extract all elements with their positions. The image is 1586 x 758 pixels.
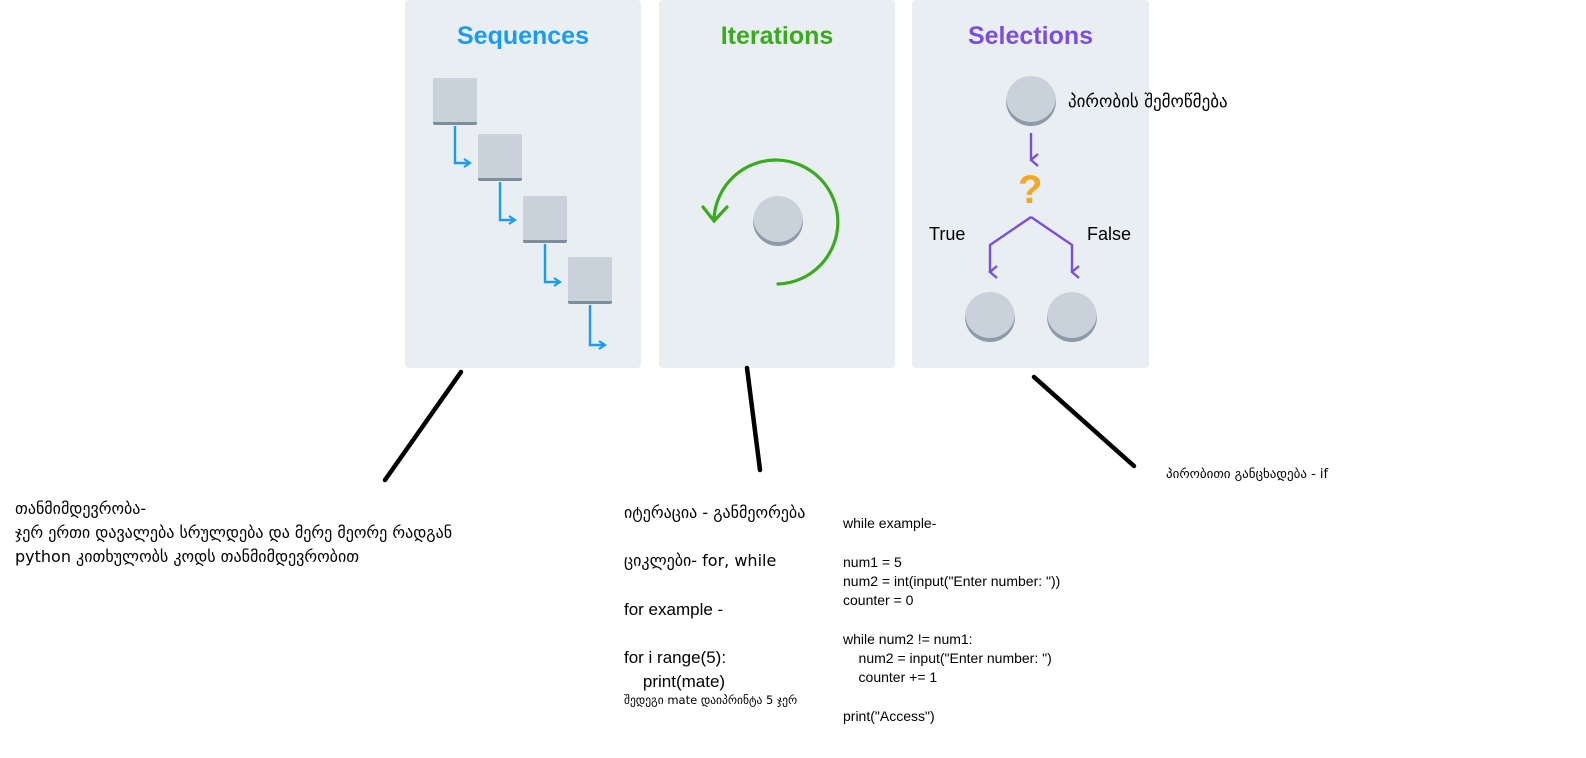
false-branch-node (1047, 292, 1097, 342)
while-code-line-2: num2 = int(input("Enter number: ")) (843, 573, 1061, 589)
selection-note: პირობითი განცხადება - if (1166, 467, 1329, 482)
while-code-line-4: while num2 != num1: (843, 631, 973, 647)
step-box-2 (478, 134, 522, 181)
sequences-title: Sequences (456, 22, 589, 50)
iteration-note-line-1: იტერაცია - განმეორება (624, 503, 806, 522)
while-example-title: while example- (843, 515, 937, 531)
iteration-code-line-1: for i range(5): (624, 648, 727, 667)
iteration-result-note: შედეგი mate დაიპრინტა 5 ჯერ (624, 693, 798, 707)
step-box-1 (433, 78, 477, 125)
iteration-note-line-3: for example - (624, 600, 724, 619)
while-code-line-1: num1 = 5 (843, 554, 902, 570)
sequence-note-line-1: თანმიმდევრობა- (15, 499, 147, 518)
iterations-title: Iterations (720, 22, 834, 50)
iteration-note-line-2: ციკლები- for, while (624, 551, 777, 570)
false-label: False (1087, 224, 1132, 244)
loop-arrow-icon (701, 158, 840, 286)
iteration-code-line-2: print(mate) (624, 672, 726, 691)
loop-node (753, 196, 803, 246)
selections-panel: Selections ? (912, 0, 1149, 368)
true-label: True (929, 224, 966, 244)
while-code-line-7: print("Access") (843, 708, 935, 724)
sequences-panel: Sequences (405, 0, 641, 368)
selection-connector (1031, 374, 1137, 469)
sequence-note-line-3: python კითხულობს კოდს თანმიმდევრობით (15, 547, 360, 566)
while-code-line-5: num2 = input("Enter number: ") (843, 650, 1052, 666)
iteration-connector (744, 365, 763, 473)
true-branch-node (965, 292, 1015, 342)
sequence-steps-icon (453, 126, 607, 350)
step-box-4 (568, 257, 612, 304)
step-box-3 (523, 196, 567, 243)
condition-node (1006, 76, 1056, 126)
sequence-connector (382, 369, 464, 483)
while-code-line-3: counter = 0 (843, 592, 914, 608)
decision-branch-icon (988, 133, 1080, 279)
sequence-note-line-2: ჯერ ერთი დავალება სრულდება და მერე მეორე… (15, 523, 453, 542)
iterations-panel: Iterations (659, 0, 895, 368)
while-code-line-6: counter += 1 (843, 669, 938, 685)
selections-title: Selections (967, 22, 1094, 50)
question-mark-icon: ? (1018, 168, 1043, 212)
condition-check-label: პირობის შემოწმება (1068, 92, 1228, 112)
